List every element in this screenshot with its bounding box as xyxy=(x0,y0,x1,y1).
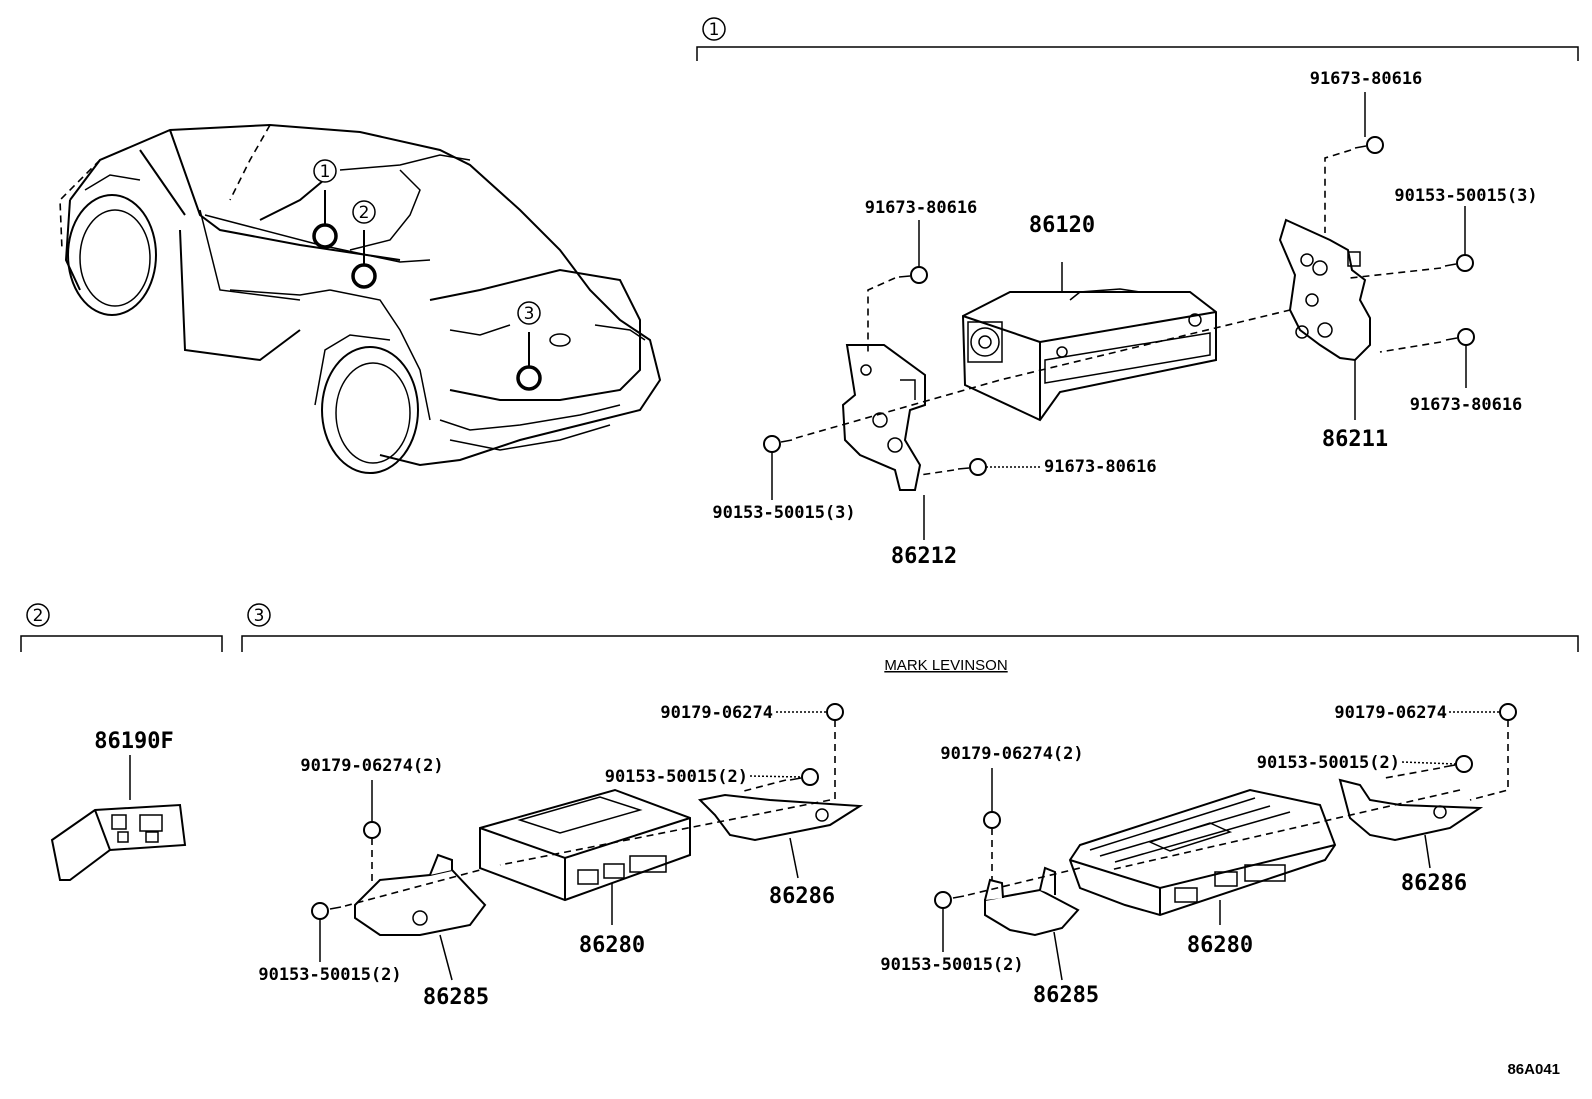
label-91673-80616-top-right: 91673-80616 xyxy=(1310,69,1423,89)
label-right-86285: 86285 xyxy=(1033,983,1099,1008)
bracket-left-86285 xyxy=(354,853,487,981)
car-marker-1: 1 xyxy=(320,162,331,182)
label-left-90153-50015-2: 90153-50015(2) xyxy=(258,965,401,985)
bracket-right-86286 xyxy=(1338,778,1484,869)
section-1-header: 1 xyxy=(696,17,1579,61)
label-right-90179-06274: 90179-06274 xyxy=(1334,703,1447,723)
bracket-left-86212 xyxy=(841,344,926,491)
section-2-marker: 2 xyxy=(33,606,44,626)
label-right-86280: 86280 xyxy=(1187,933,1253,958)
amplifier-right-86280 xyxy=(1068,788,1337,925)
section-3-header: 3 MARK LEVINSON xyxy=(241,603,1579,674)
label-left-86285: 86285 xyxy=(423,985,489,1010)
assembly-lines-section-1 xyxy=(795,149,1442,476)
section-1-marker: 1 xyxy=(709,20,720,40)
label-91673-80616-left-mid: 91673-80616 xyxy=(1044,457,1157,477)
label-86212: 86212 xyxy=(891,544,957,569)
screws-section-1 xyxy=(763,136,1475,476)
diagram-code: 86A041 xyxy=(1507,1061,1560,1078)
label-right-90153-50015-mid: 90153-50015(2) xyxy=(1257,753,1400,773)
bracket-right-86211 xyxy=(1278,218,1371,362)
leaders-left xyxy=(319,711,827,962)
car-marker-2: 2 xyxy=(359,203,370,223)
section-2-header: 2 xyxy=(20,603,223,652)
label-left-90179-06274: 90179-06274 xyxy=(660,703,773,723)
assembly-lines-left xyxy=(344,720,836,907)
label-right-90153-50015-2: 90153-50015(2) xyxy=(880,955,1023,975)
label-left-90153-50015-mid: 90153-50015(2) xyxy=(605,767,748,787)
assembly-lines-right xyxy=(967,720,1509,896)
car-illustration: 1 2 3 xyxy=(59,123,662,474)
label-90153-50015-left: 90153-50015(3) xyxy=(712,503,855,523)
label-91673-80616-right-low: 91673-80616 xyxy=(1410,395,1523,415)
label-86211: 86211 xyxy=(1322,427,1388,452)
section-3-marker: 3 xyxy=(254,606,265,626)
bracket-right-86285 xyxy=(984,866,1080,981)
radio-receiver-86120 xyxy=(961,262,1217,422)
switch-86190F xyxy=(50,755,187,881)
fasteners-right xyxy=(934,703,1517,909)
car-marker-3: 3 xyxy=(524,304,535,324)
mark-levinson-title: MARK LEVINSON xyxy=(884,657,1007,674)
label-right-86286: 86286 xyxy=(1401,871,1467,896)
label-86190F: 86190F xyxy=(94,729,173,754)
label-left-90179-06274-2: 90179-06274(2) xyxy=(300,756,443,776)
label-left-86280: 86280 xyxy=(579,933,645,958)
bracket-left-86286 xyxy=(697,793,864,879)
leaders-section-1 xyxy=(771,92,1467,540)
label-right-90179-06274-2: 90179-06274(2) xyxy=(940,744,1083,764)
label-left-86286: 86286 xyxy=(769,884,835,909)
label-90153-50015-right: 90153-50015(3) xyxy=(1394,186,1537,206)
label-86120: 86120 xyxy=(1029,213,1095,238)
label-91673-80616-left-top: 91673-80616 xyxy=(865,198,978,218)
amplifier-left-86280 xyxy=(479,788,691,925)
leaders-right xyxy=(942,711,1500,952)
